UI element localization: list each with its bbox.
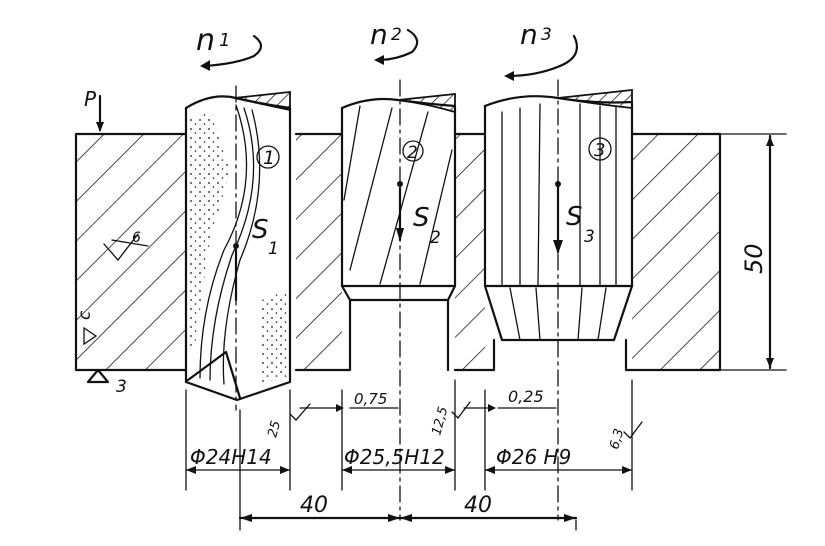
tool-2-number-circle: [402, 140, 424, 162]
tool-1-number: 1: [263, 147, 275, 169]
pitch-dimensions: 40 40: [238, 409, 578, 531]
feed-s2-label: S: [413, 203, 430, 233]
feed-s1-label: S: [252, 215, 269, 245]
tool-2-number: 2: [407, 143, 418, 163]
force-p: P: [84, 87, 104, 132]
rotation-n1-arrow: [202, 34, 263, 68]
height-value: 50: [740, 243, 768, 274]
rotation-n3-sub: 3: [541, 25, 552, 45]
surface-marks: 6 c 3: [75, 230, 149, 397]
surface-mark-value: 6: [132, 230, 141, 246]
diameter-2-value: Φ25,5H12: [344, 445, 445, 469]
workpiece-section-mid1: [296, 134, 342, 370]
rotation-n2-arrow: [376, 28, 419, 62]
diameter-3-value: Φ26 H9: [496, 445, 571, 469]
roughness-3-value: 6,3: [607, 427, 627, 451]
tool-2-core-drill: 2 S 2: [340, 79, 457, 521]
rotation-n3-arrow: [506, 34, 578, 78]
pitch-2-value: 40: [464, 493, 492, 518]
rotation-n2-sub: 2: [391, 25, 402, 45]
allowance-2-value: 0,25: [508, 387, 544, 406]
tool-1-number-circle: [256, 145, 280, 169]
rotation-indicators: n 1 n 2 n 3: [196, 18, 578, 81]
roughness-1-value: 25: [265, 419, 284, 439]
workpiece-section-left: [76, 134, 186, 370]
workpiece-section-mid2: [455, 134, 485, 370]
allowance-dimensions: 0,75 0,25: [299, 387, 557, 412]
feed-s2-sub: 2: [430, 228, 441, 248]
diameter-dimensions: Φ24H14 25 Φ25,5H12 12,5 Φ26 H9 6,3: [185, 379, 643, 491]
rotation-n2-label: n: [370, 18, 388, 51]
tool-3-number-circle: [588, 137, 612, 161]
tool-1-drill: 1 S 1: [184, 85, 292, 411]
diameter-1-value: Φ24H14: [190, 445, 272, 469]
roughness-2-value: 12,5: [429, 405, 451, 437]
surface-left-label: c: [75, 310, 95, 320]
allowance-1-value: 0,75: [354, 390, 387, 408]
rotation-n3-label: n: [520, 18, 538, 51]
feed-s1-sub: 1: [268, 239, 279, 259]
feed-s3-label: S: [566, 202, 583, 232]
tool-3-reamer: 3 S 3: [483, 79, 634, 521]
workpiece-section-right: [632, 134, 720, 370]
pitch-1-value: 40: [300, 493, 328, 518]
surface-bottom-label: 3: [116, 377, 127, 397]
workpiece: [74, 132, 722, 372]
force-label: P: [84, 87, 97, 111]
rotation-n1-sub: 1: [219, 30, 230, 51]
feed-s3-sub: 3: [584, 227, 595, 247]
tool-3-number: 3: [594, 140, 605, 161]
rotation-n1-label: n: [196, 23, 215, 58]
height-dimension: 50: [719, 133, 787, 371]
